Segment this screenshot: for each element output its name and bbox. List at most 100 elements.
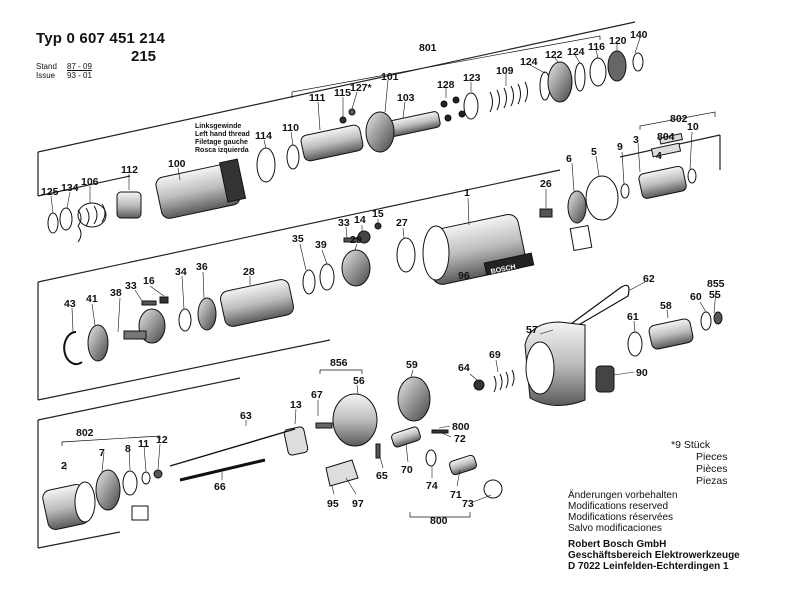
part-58-shaft xyxy=(648,318,694,350)
label-61: 61 xyxy=(627,311,639,323)
label-4: 4 xyxy=(656,150,662,162)
frame-bottom-upper xyxy=(37,377,241,421)
row-head-parts xyxy=(169,284,723,499)
label-56: 56 xyxy=(353,375,365,387)
mod-line-fr: Modifications réservées xyxy=(568,512,674,523)
label-7: 7 xyxy=(99,447,105,459)
label-74: 74 xyxy=(426,480,438,492)
row-middle-parts xyxy=(63,132,697,365)
label-9: 9 xyxy=(617,141,623,153)
company-division: Geschäftsbereich Elektrowerkzeuge xyxy=(568,550,740,561)
label-90: 90 xyxy=(636,367,648,379)
label-66: 66 xyxy=(214,481,226,493)
part-bottom-chip xyxy=(131,505,149,521)
part-69-spring xyxy=(493,369,515,393)
label-855: 855 xyxy=(707,278,725,290)
label-69: 69 xyxy=(489,349,501,361)
label-34: 34 xyxy=(175,266,187,278)
label-116: 116 xyxy=(588,41,605,53)
part-34-ring xyxy=(178,308,192,332)
bracket-801 xyxy=(291,35,601,98)
label-67: 67 xyxy=(311,389,323,401)
part-90-plug xyxy=(595,365,615,393)
frame-mid-upper xyxy=(37,169,561,283)
label-101: 101 xyxy=(381,71,399,83)
part-128-ball-a xyxy=(440,100,448,108)
label-27: 27 xyxy=(396,217,408,229)
label-120: 120 xyxy=(609,35,627,47)
mod-line-es: Salvo modificaciones xyxy=(568,523,662,534)
part-106-coil xyxy=(77,202,107,228)
mod-line-de: Änderungen vorbehalten xyxy=(568,490,678,501)
label-41: 41 xyxy=(86,293,98,305)
label-55: 55 xyxy=(709,289,721,301)
label-12: 12 xyxy=(156,434,168,446)
part-122-bearing xyxy=(547,61,573,103)
stand-value: 87 - 09 xyxy=(67,62,92,71)
part-15-nut-a xyxy=(374,222,382,230)
part-73-cap xyxy=(483,479,503,499)
part-95-bracket xyxy=(325,459,359,487)
part-33-pin-a xyxy=(343,237,359,243)
label-5: 5 xyxy=(591,146,597,158)
label-95: 95 xyxy=(327,498,339,510)
part-number-labels: 801 140 120 116 124 122 124 109 123 128 … xyxy=(41,29,725,527)
part-74-ring xyxy=(425,449,437,467)
part-112-sleeve xyxy=(116,191,142,219)
label-38: 38 xyxy=(110,287,122,299)
label-8: 8 xyxy=(125,443,131,455)
star-pieces-es: Piezas xyxy=(696,475,728,487)
label-33-b: 33 xyxy=(125,280,137,292)
label-14: 14 xyxy=(354,214,366,226)
label-802-b: 802 xyxy=(76,427,94,439)
label-15-a: 15 xyxy=(372,208,384,220)
part-106-spring xyxy=(77,203,106,243)
label-64: 64 xyxy=(458,362,470,374)
part-67-pin xyxy=(315,422,333,429)
part-16-nut-b xyxy=(159,296,169,304)
label-6: 6 xyxy=(566,153,572,165)
label-115: 115 xyxy=(334,87,351,99)
part-33-pin-b xyxy=(141,300,157,306)
label-35: 35 xyxy=(292,233,304,245)
bracket-802-a xyxy=(639,111,716,130)
frame-top-upper xyxy=(37,21,636,153)
frame-mid-lower2 xyxy=(37,339,331,401)
label-33-a: 33 xyxy=(338,217,350,229)
part-125-ring xyxy=(47,212,59,234)
part-128-ball-c xyxy=(444,114,452,122)
part-64-ball xyxy=(473,379,485,391)
part-3-rotor xyxy=(638,165,687,199)
part-27-washer xyxy=(396,237,416,273)
lh-line-en: Left hand thread xyxy=(195,131,250,138)
label-97: 97 xyxy=(352,498,364,510)
part-10-ring xyxy=(687,168,697,184)
part-39-ring xyxy=(319,263,335,291)
row-top-parts xyxy=(47,50,644,243)
group-brackets xyxy=(61,35,716,518)
frame-top-lower xyxy=(37,175,131,197)
part-128-ball-b xyxy=(452,96,460,104)
label-60: 60 xyxy=(690,291,702,303)
lh-line-es: Rosca izquierda xyxy=(195,147,249,154)
part-100-knurl xyxy=(219,158,247,203)
label-111: 111 xyxy=(309,92,326,104)
label-65: 65 xyxy=(376,470,388,482)
label-109: 109 xyxy=(496,65,514,77)
type-number: Typ 0 607 451 214 xyxy=(36,30,166,47)
company-address: D 7022 Leinfelden-Echterdingen 1 xyxy=(568,561,729,572)
label-26: 26 xyxy=(540,178,552,190)
label-800-b: 800 xyxy=(430,515,448,527)
part-124-ring-b xyxy=(574,62,586,92)
label-73: 73 xyxy=(462,498,474,510)
lh-line-de: Linksgewinde xyxy=(195,123,242,130)
label-72: 72 xyxy=(454,433,466,445)
part-56-housing xyxy=(332,393,378,447)
part-43-circlip xyxy=(63,331,83,365)
part-8-bearing xyxy=(122,470,138,496)
label-124-a: 124 xyxy=(567,46,585,58)
part-55-nut xyxy=(713,311,723,325)
label-804: 804 xyxy=(657,131,675,143)
part-115-pin xyxy=(339,116,347,124)
